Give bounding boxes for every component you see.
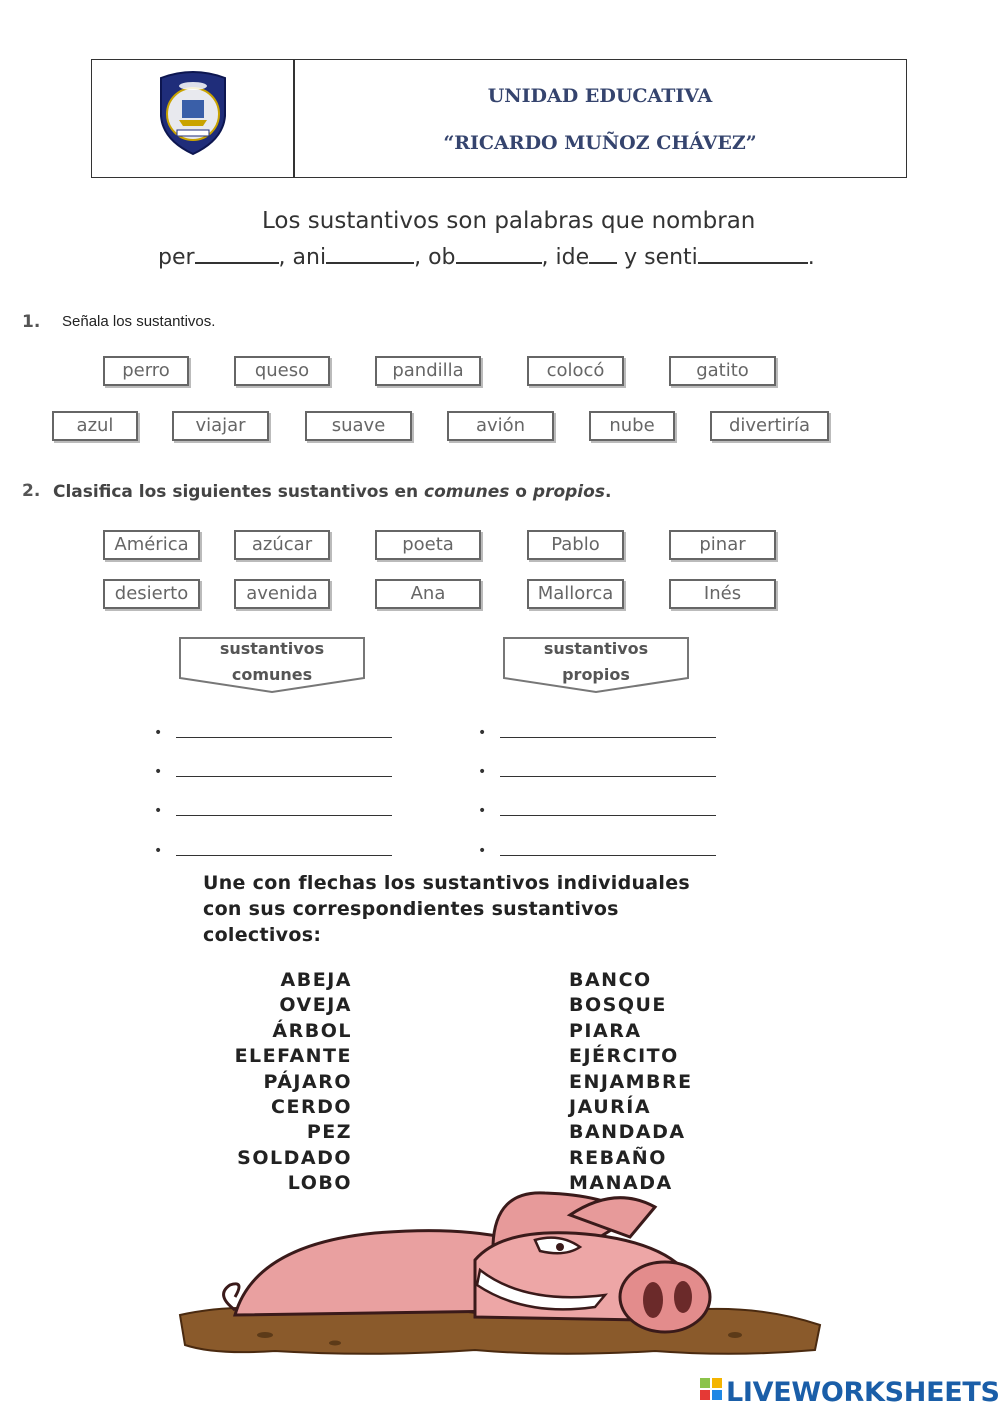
collective-nouns-list: BANCO BOSQUE PIARA EJÉRCITO ENJAMBRE JAU… (569, 968, 789, 1197)
answer-line-propios[interactable]: • (478, 721, 718, 741)
tag-propios: sustantivos propios (502, 636, 690, 694)
instruction-text: o (509, 482, 533, 502)
word-box[interactable]: Inés (669, 579, 776, 609)
individual-noun[interactable]: ABEJA (280, 969, 352, 991)
fragment-ide: , ide (541, 245, 590, 270)
word-box[interactable]: pandilla (375, 356, 481, 386)
word-box[interactable]: viajar (172, 411, 269, 441)
word-box[interactable]: azul (52, 411, 138, 441)
blank-animales[interactable] (326, 244, 415, 264)
fragment-period: . (807, 245, 815, 270)
section3-instruction: Une con flechas los sustantivos individu… (203, 870, 690, 948)
collective-noun[interactable]: BANCO (569, 969, 652, 991)
instruction-text: Clasifica los siguientes sustantivos en (53, 482, 425, 502)
word-box[interactable]: Mallorca (527, 579, 624, 609)
bullet: • (154, 764, 163, 780)
word-box[interactable]: nube (589, 411, 675, 441)
fragment-senti: y senti (617, 245, 698, 270)
word-box[interactable]: suave (305, 411, 412, 441)
tag-comunes-line2: comunes (231, 665, 313, 684)
fragment-ob: , ob (414, 245, 456, 270)
word-box[interactable]: América (103, 530, 200, 560)
word-box[interactable]: queso (234, 356, 330, 386)
individual-noun[interactable]: CERDO (271, 1096, 352, 1119)
word-box[interactable]: poeta (375, 530, 481, 560)
collective-noun[interactable]: EJÉRCITO (569, 1045, 679, 1068)
pig-in-mud-icon (178, 1191, 822, 1355)
word-box[interactable]: gatito (669, 356, 776, 386)
school-subname: “RICARDO MUÑOZ CHÁVEZ” (443, 132, 757, 154)
word-box[interactable]: colocó (527, 356, 624, 386)
answer-line-propios[interactable]: • (478, 839, 718, 859)
word-box[interactable]: pinar (669, 530, 776, 560)
blank-ideas[interactable] (589, 244, 618, 264)
collective-noun[interactable]: ENJAMBRE (569, 1070, 693, 1093)
word-box[interactable]: azúcar (234, 530, 330, 560)
individual-noun[interactable]: OVEJA (279, 994, 352, 1017)
individual-noun[interactable]: SOLDADO (237, 1146, 352, 1169)
blank-objetos[interactable] (455, 244, 542, 264)
word-box[interactable]: divertiría (710, 411, 829, 441)
instruction-line: con sus correspondientes sustantivos (203, 898, 619, 920)
collective-noun[interactable]: REBAÑO (569, 1146, 667, 1169)
bullet: • (478, 843, 487, 859)
tag-shape-icon (503, 637, 689, 694)
collective-noun[interactable]: MANADA (569, 1172, 673, 1195)
word-box[interactable]: avión (447, 411, 554, 441)
tag-comunes-line1: sustantivos (219, 639, 325, 658)
tag-propios-line2: propios (562, 665, 630, 684)
intro-line: Los sustantivos son palabras que nombran (262, 208, 756, 234)
bullet: • (478, 803, 487, 819)
tag-propios-line1: sustantivos (543, 639, 649, 658)
word-box[interactable]: Ana (375, 579, 481, 609)
answer-line-propios[interactable]: • (478, 760, 718, 780)
liveworksheets-brand: LIVEWORKSHEETS (726, 1377, 1000, 1408)
bullet: • (154, 803, 163, 819)
blank-personas[interactable] (194, 244, 279, 264)
header-box: UNIDAD EDUCATIVA “RICARDO MUÑOZ CHÁVEZ” (91, 59, 907, 178)
bullet: • (154, 843, 163, 859)
individual-noun[interactable]: ÁRBOL (272, 1019, 352, 1042)
individual-noun[interactable]: LOBO (287, 1172, 352, 1195)
blank-sentimientos[interactable] (697, 244, 808, 264)
individual-noun[interactable]: PÁJARO (263, 1070, 352, 1093)
answer-line-propios[interactable]: • (478, 799, 718, 819)
section2-instruction: Clasifica los siguientes sustantivos en … (53, 482, 611, 502)
tag-shape-icon (179, 637, 365, 694)
individual-nouns-list: ABEJA OVEJA ÁRBOL ELEFANTE PÁJARO CERDO … (180, 968, 352, 1197)
answer-line-comunes[interactable]: • (154, 721, 394, 741)
fragment-ani: , ani (278, 245, 327, 270)
collective-noun[interactable]: BOSQUE (569, 994, 667, 1017)
school-crest-icon (160, 71, 226, 156)
section1-instruction: Señala los sustantivos. (62, 313, 216, 330)
school-name: UNIDAD EDUCATIVA (487, 85, 713, 107)
answer-line-comunes[interactable]: • (154, 839, 394, 859)
word-box[interactable]: avenida (234, 579, 330, 609)
bullet: • (478, 764, 487, 780)
header-divider (293, 60, 295, 177)
bullet: • (478, 725, 487, 741)
instruction-emph-comunes: comunes (424, 482, 510, 502)
instruction-line: Une con flechas los sustantivos individu… (203, 872, 691, 894)
section2-number: 2. (22, 481, 41, 501)
individual-noun[interactable]: PEZ (306, 1121, 352, 1144)
collective-noun[interactable]: JAURÍA (569, 1096, 652, 1119)
fragment-per: per (158, 245, 195, 270)
intro-fill-blanks: per , ani , ob , ide y senti. (158, 244, 815, 270)
instruction-text: . (604, 482, 612, 502)
liveworksheets-mark-icon (700, 1378, 722, 1400)
word-box[interactable]: desierto (103, 579, 200, 609)
section1-number: 1. (22, 312, 41, 332)
word-box[interactable]: perro (103, 356, 189, 386)
collective-noun[interactable]: BANDADA (569, 1121, 686, 1144)
collective-noun[interactable]: PIARA (569, 1019, 642, 1042)
answer-line-comunes[interactable]: • (154, 799, 394, 819)
instruction-line: colectivos: (203, 924, 322, 946)
tag-comunes: sustantivos comunes (178, 636, 366, 694)
answer-line-comunes[interactable]: • (154, 760, 394, 780)
individual-noun[interactable]: ELEFANTE (234, 1045, 352, 1068)
bullet: • (154, 725, 163, 741)
instruction-emph-propios: propios (532, 482, 605, 502)
word-box[interactable]: Pablo (527, 530, 624, 560)
